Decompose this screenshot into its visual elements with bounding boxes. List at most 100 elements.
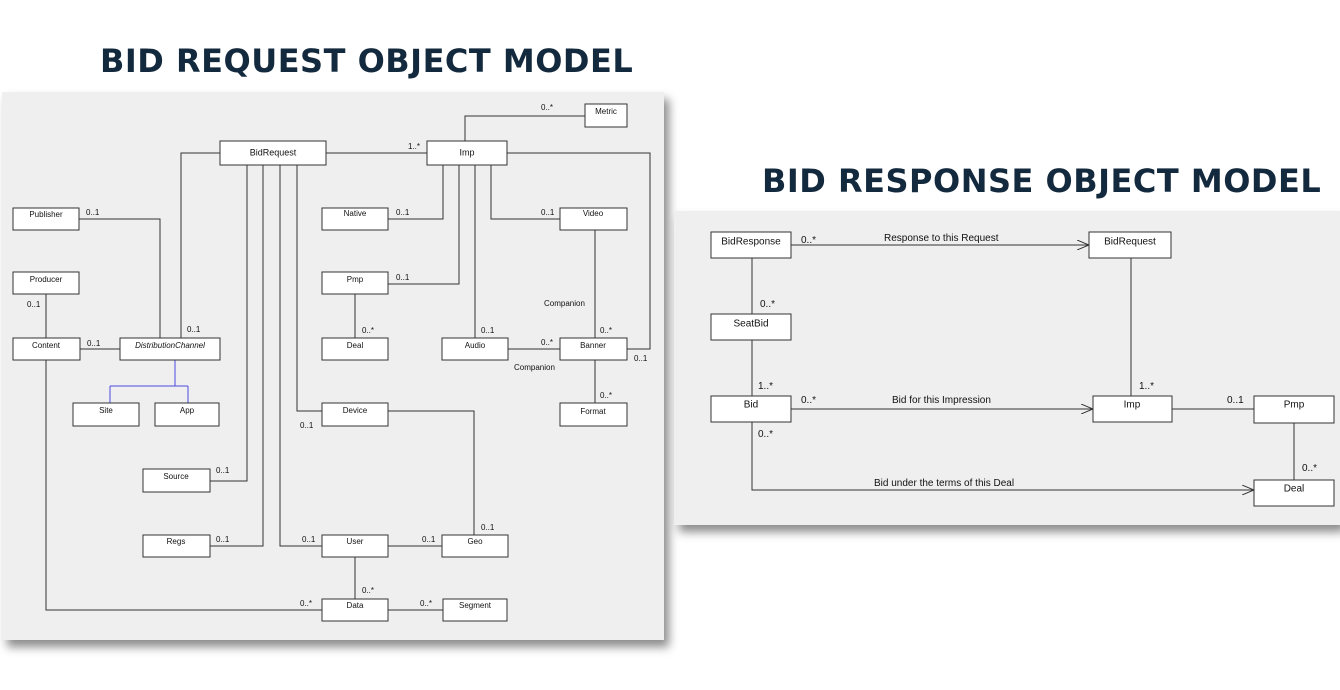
resp-class-seatbid-label: SeatBid: [733, 319, 768, 330]
resp-class-bid: Bid: [710, 395, 792, 423]
label-content-data-mult: 0..*: [300, 599, 312, 608]
label-metric-mult: 0..*: [541, 103, 553, 112]
label-deal-mult: 0..*: [362, 326, 374, 335]
class-bidrequest: BidRequest: [219, 140, 327, 166]
label-deal-mult: 0..*: [1302, 463, 1317, 474]
class-publisher-label: Publisher: [29, 210, 63, 219]
class-geo: Geo: [441, 534, 509, 558]
label-segment-mult: 0..*: [420, 599, 432, 608]
class-data-label: Data: [347, 601, 364, 610]
class-audio-label: Audio: [465, 341, 486, 350]
label-banner-mult: 0..*: [600, 326, 612, 335]
resp-class-imp: Imp: [1092, 395, 1173, 423]
class-producer: Producer: [12, 271, 80, 295]
resp-class-bidresponse: BidResponse: [710, 231, 792, 259]
class-distributionchannel-label: DistributionChannel: [135, 341, 205, 350]
resp-class-bidrequest-label: BidRequest: [1104, 237, 1156, 248]
label-device-mult: 0..1: [300, 421, 314, 430]
resp-class-pmp-label: Pmp: [1284, 400, 1305, 411]
label-video-mult: 0..1: [541, 208, 555, 217]
class-video: Video: [559, 207, 628, 231]
class-metric: Metric: [584, 103, 628, 128]
label-user-geo-mult: 0..1: [422, 535, 436, 544]
edge-bid-deal: [751, 422, 1254, 490]
resp-class-imp-label: Imp: [1124, 400, 1141, 411]
class-regs: Regs: [142, 534, 211, 558]
class-distributionchannel: DistributionChannel: [119, 337, 221, 361]
edge-imp-video: [487, 151, 560, 220]
class-publisher: Publisher: [12, 207, 80, 231]
class-format: Format: [559, 402, 628, 427]
label-native-mult: 0..1: [396, 208, 410, 217]
class-app: App: [154, 402, 220, 427]
label-pmp-mult: 0..1: [396, 273, 410, 282]
edge-bidrequest-regs: [210, 151, 267, 547]
class-site-label: Site: [99, 406, 113, 415]
class-device-label: Device: [343, 406, 368, 415]
label-companion-video: Companion: [544, 299, 585, 308]
response-model-title: BID RESPONSE OBJECT MODEL: [762, 162, 1322, 200]
class-bidrequest-label: BidRequest: [250, 147, 297, 157]
edge-publisher-distributionchannel: [79, 218, 164, 352]
resp-class-pmp: Pmp: [1253, 395, 1335, 424]
class-regs-label: Regs: [167, 537, 186, 546]
label-response-to-request: Response to this Request: [884, 233, 999, 244]
edge-bidrequest-source: [210, 151, 251, 482]
edge-bidrequest-device: [293, 151, 322, 412]
label-imp-mult: 1..*: [1139, 381, 1154, 392]
class-source-label: Source: [163, 472, 189, 481]
label-regs-mult: 0..1: [216, 535, 230, 544]
label-publisher-mult: 0..1: [86, 208, 100, 217]
class-banner: Banner: [559, 337, 628, 361]
resp-class-deal: Deal: [1253, 479, 1335, 507]
class-segment-label: Segment: [459, 601, 492, 610]
label-imp-mult: 1..*: [408, 142, 420, 151]
label-bid-deal-mult: 0..*: [758, 429, 773, 440]
label-user-mult: 0..1: [302, 535, 316, 544]
class-source: Source: [142, 468, 211, 493]
class-video-label: Video: [583, 209, 604, 218]
class-geo-label: Geo: [467, 537, 483, 546]
request-diagram: BidRequest Imp Metric Publisher Native V…: [12, 103, 651, 622]
label-pmp-mult: 0..1: [1227, 395, 1244, 406]
label-distchan-mult: 0..1: [187, 325, 201, 334]
edge-device-geo: [374, 407, 475, 536]
class-imp-label: Imp: [459, 147, 474, 157]
label-data-mult: 0..*: [362, 586, 374, 595]
label-source-mult: 0..1: [216, 466, 230, 475]
request-edges: [42, 115, 651, 614]
class-native: Native: [321, 207, 389, 231]
edge-imp-banner: [493, 149, 651, 350]
response-labels: 0..* Response to this Request 0..* 1..* …: [758, 233, 1317, 489]
resp-class-bid-label: Bid: [744, 400, 758, 411]
class-deal-label: Deal: [347, 341, 364, 350]
class-site: Site: [72, 402, 140, 427]
response-edges: [747, 245, 1299, 490]
response-diagram: BidResponse BidRequest SeatBid Bid Imp P…: [710, 231, 1335, 507]
class-metric-label: Metric: [595, 107, 617, 116]
request-labels: 0..* 1..* 0..1 0..1 0..1 0..1 0..1 Compa…: [27, 103, 648, 608]
label-bid-under-deal: Bid under the terms of this Deal: [874, 478, 1014, 489]
edge-imp-pmp: [388, 151, 463, 285]
response-diagram-panel: BidResponse BidRequest SeatBid Bid Imp P…: [674, 211, 1340, 525]
label-geo-mult: 0..1: [481, 523, 495, 532]
resp-class-bidresponse-label: BidResponse: [721, 237, 781, 248]
class-data: Data: [321, 598, 389, 622]
edge-imp-native: [388, 151, 447, 220]
request-diagram-panel: BidRequest Imp Metric Publisher Native V…: [2, 92, 664, 640]
resp-class-seatbid: SeatBid: [710, 313, 792, 341]
class-user: User: [321, 534, 389, 558]
label-content-mult: 0..1: [87, 339, 101, 348]
class-app-label: App: [180, 406, 195, 415]
class-content: Content: [12, 337, 81, 361]
class-banner-label: Banner: [580, 341, 606, 350]
class-content-label: Content: [32, 341, 61, 350]
class-pmp-label: Pmp: [347, 275, 364, 284]
label-banner-mult-right: 0..1: [634, 354, 648, 363]
label-audio-mult: 0..1: [481, 326, 495, 335]
class-deal: Deal: [321, 337, 389, 361]
edge-bidrequest-distributionchannel: [180, 149, 234, 338]
label-bid-mult: 1..*: [758, 381, 773, 392]
label-producer-mult: 0..1: [27, 300, 41, 309]
request-model-title: BID REQUEST OBJECT MODEL: [100, 42, 634, 80]
